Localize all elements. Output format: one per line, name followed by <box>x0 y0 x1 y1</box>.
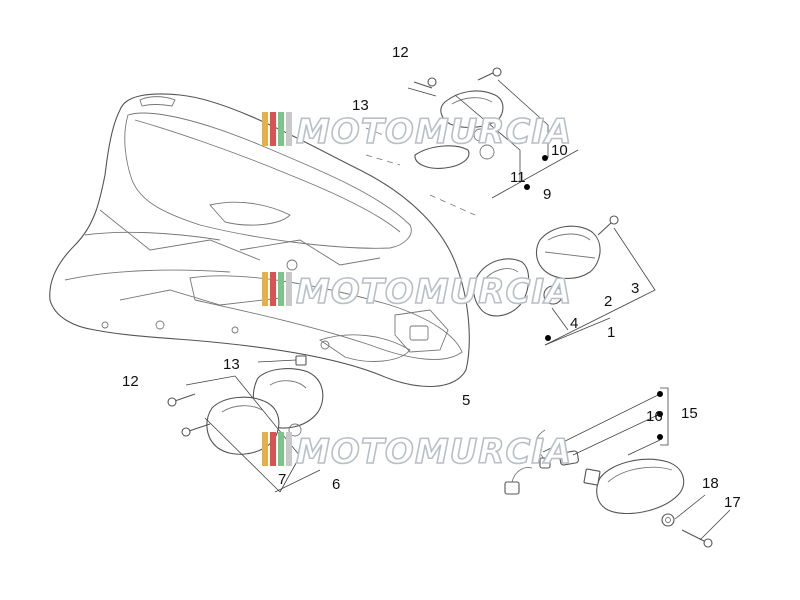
watermark-text: MOTOMURCIA <box>296 112 572 152</box>
callout-12-bottom: 12 <box>122 373 139 390</box>
callout-6: 6 <box>332 476 340 493</box>
screw-10-top <box>477 67 502 81</box>
watermark-text: MOTOMURCIA <box>296 272 572 312</box>
callout-11: 11 <box>510 169 526 186</box>
watermark-stripe <box>278 112 284 146</box>
reference-dots <box>524 155 663 440</box>
callout-3: 3 <box>631 280 639 297</box>
watermark-stripe <box>270 112 276 146</box>
watermark-stripe <box>262 112 268 146</box>
callout-1: 1 <box>607 324 615 341</box>
bottom-left-indicator-assembly <box>167 355 324 493</box>
screw-12-bottom <box>167 393 196 407</box>
callout-15: 15 <box>681 405 698 422</box>
watermark-stripe <box>262 432 268 466</box>
watermark-stripe <box>286 112 292 146</box>
callout-7: 7 <box>278 471 286 488</box>
watermark-stripe <box>262 272 268 306</box>
callout-17: 17 <box>724 494 741 511</box>
callout-10: 10 <box>551 142 568 159</box>
watermark-stripe <box>278 272 284 306</box>
callout-9: 9 <box>543 186 551 203</box>
watermark-logo: MOTOMURCIA <box>262 111 572 153</box>
callout-5: 5 <box>462 392 470 409</box>
watermark-stripe <box>278 432 284 466</box>
callout-2: 2 <box>604 293 612 310</box>
screw-3 <box>597 215 619 236</box>
watermark-logo: MOTOMURCIA <box>262 271 572 313</box>
watermark-stripe <box>286 272 292 306</box>
callout-16: 16 <box>646 408 663 425</box>
top-indicator-assembly <box>365 67 579 216</box>
screw-17 <box>681 529 713 548</box>
callout-18: 18 <box>702 475 719 492</box>
screw-12-top <box>413 77 437 89</box>
right-lamp-assembly <box>473 215 656 346</box>
front-shield-body <box>49 93 470 388</box>
callout-4: 4 <box>570 315 578 332</box>
watermark-stripe <box>270 272 276 306</box>
watermark-logo: MOTOMURCIA <box>262 431 572 473</box>
callout-13-bottom: 13 <box>223 356 240 373</box>
watermark-stripe <box>270 432 276 466</box>
callout-labels: 12 13 10 11 9 2 3 4 1 5 13 12 7 6 15 16 … <box>122 44 741 511</box>
watermark-text: MOTOMURCIA <box>296 432 572 472</box>
callout-12-top: 12 <box>392 44 409 61</box>
screw-7 <box>181 423 211 437</box>
callout-13-top: 13 <box>352 97 369 114</box>
watermark-stripe <box>286 432 292 466</box>
bottom-right-lamp-assembly <box>504 387 731 548</box>
